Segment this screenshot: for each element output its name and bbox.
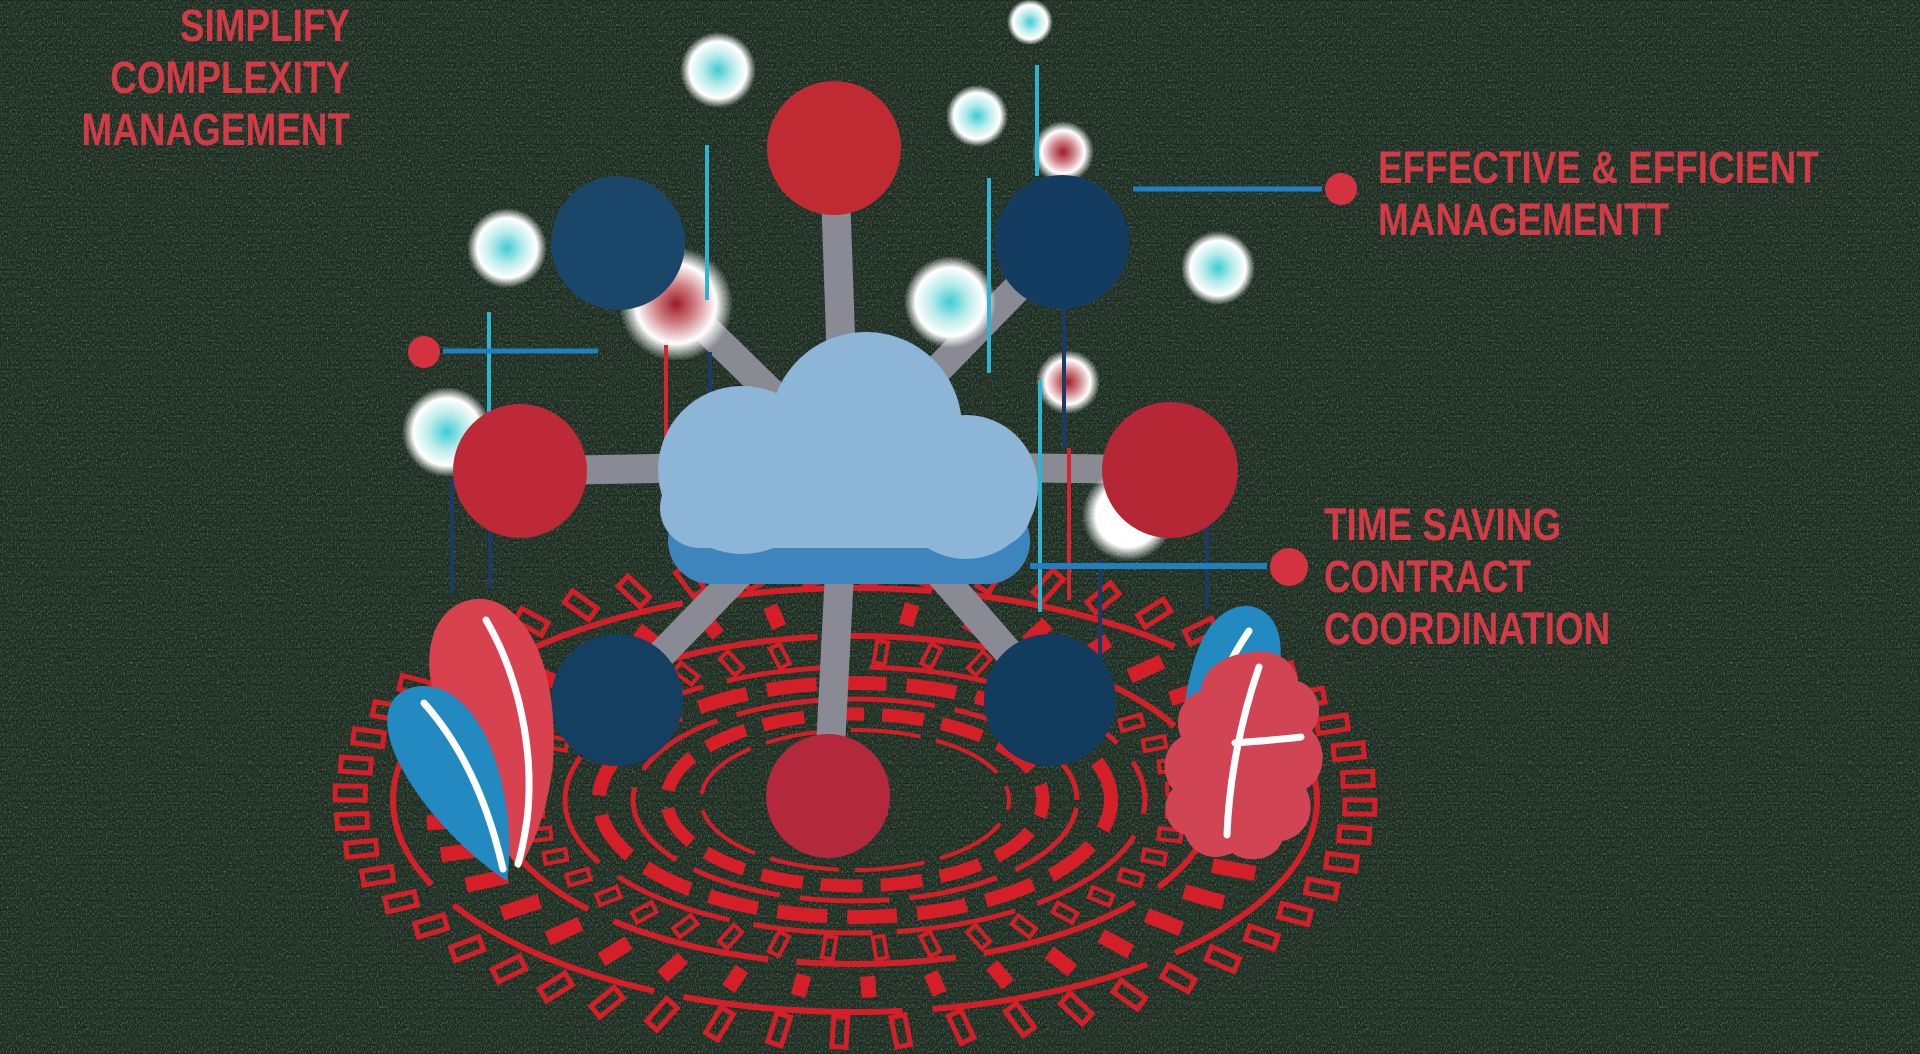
navy-node-circle [551, 176, 685, 310]
left-red-feather [429, 598, 554, 869]
teal-glow-circle [1181, 231, 1255, 305]
navy-node-circle [551, 634, 683, 766]
left-blue-feather [387, 685, 510, 881]
label-line: COORDINATION [1324, 603, 1611, 654]
label-line: COMPLEXITY [110, 52, 350, 103]
teal-glow-circle [946, 85, 1008, 147]
label-line: MANAGEMENT [81, 104, 350, 155]
red-node-circle [1102, 402, 1238, 538]
red-glow-circle [1032, 121, 1094, 183]
label-line: SIMPLIFY [179, 0, 350, 51]
label-effective-efficient-management: EFFECTIVE & EFFICIENT MANAGEMENTT [1378, 142, 1819, 246]
right-red-leaf [1164, 651, 1323, 860]
label-line: CONTRACT [1324, 551, 1532, 602]
teal-glow-circle [680, 32, 756, 108]
connector-dot [408, 336, 440, 368]
cloud-icon [658, 332, 1038, 584]
connector-dot [1270, 548, 1308, 586]
teal-glow-circle [904, 256, 996, 348]
red-glow-circle [1036, 350, 1100, 414]
navy-node-circle [995, 175, 1129, 309]
red-node-circle [453, 404, 587, 538]
teal-glow-circle [1007, 0, 1053, 45]
label-line: EFFECTIVE & EFFICIENT [1378, 142, 1819, 193]
label-line: TIME SAVING [1324, 499, 1562, 550]
label-simplify-complexity-management: SIMPLIFY COMPLEXITY MANAGEMENT [63, 0, 350, 156]
connector-dot [1325, 173, 1357, 205]
navy-node-circle [984, 634, 1116, 766]
label-time-saving-contract-coordination: TIME SAVING CONTRACT COORDINATION [1324, 499, 1610, 655]
teal-glow-circle [467, 208, 547, 288]
label-line: MANAGEMENTT [1378, 194, 1670, 245]
red-node-circle [767, 81, 901, 215]
red-node-circle [766, 734, 890, 858]
